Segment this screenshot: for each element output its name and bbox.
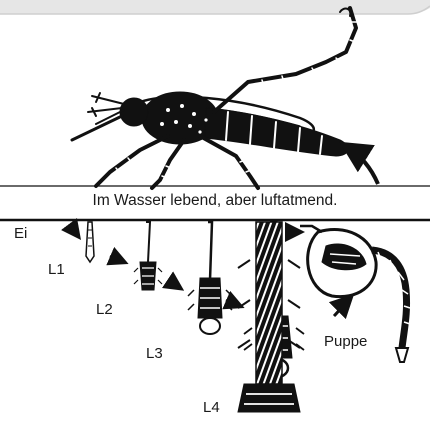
top-edge-shadow: [0, 0, 430, 14]
larva-l1: [134, 222, 162, 290]
label-l3: L3: [146, 346, 163, 361]
mosquito-proboscis: [72, 116, 122, 140]
mosquito-head: [120, 98, 148, 126]
diagram-caption: Im Wasser lebend, aber luftatmend.: [0, 192, 430, 210]
larva-l2: [188, 222, 232, 334]
label-egg: Ei: [14, 226, 27, 241]
label-pupa: Puppe: [324, 334, 367, 349]
label-l1: L1: [48, 262, 65, 277]
larva-l4: [238, 222, 300, 412]
egg-stage: [86, 222, 94, 262]
label-l2: L2: [96, 302, 113, 317]
pupa-arrow: [334, 298, 350, 316]
adult-mosquito: [72, 8, 357, 188]
label-l4: L4: [203, 400, 220, 415]
emergence-arrow: [346, 146, 378, 184]
